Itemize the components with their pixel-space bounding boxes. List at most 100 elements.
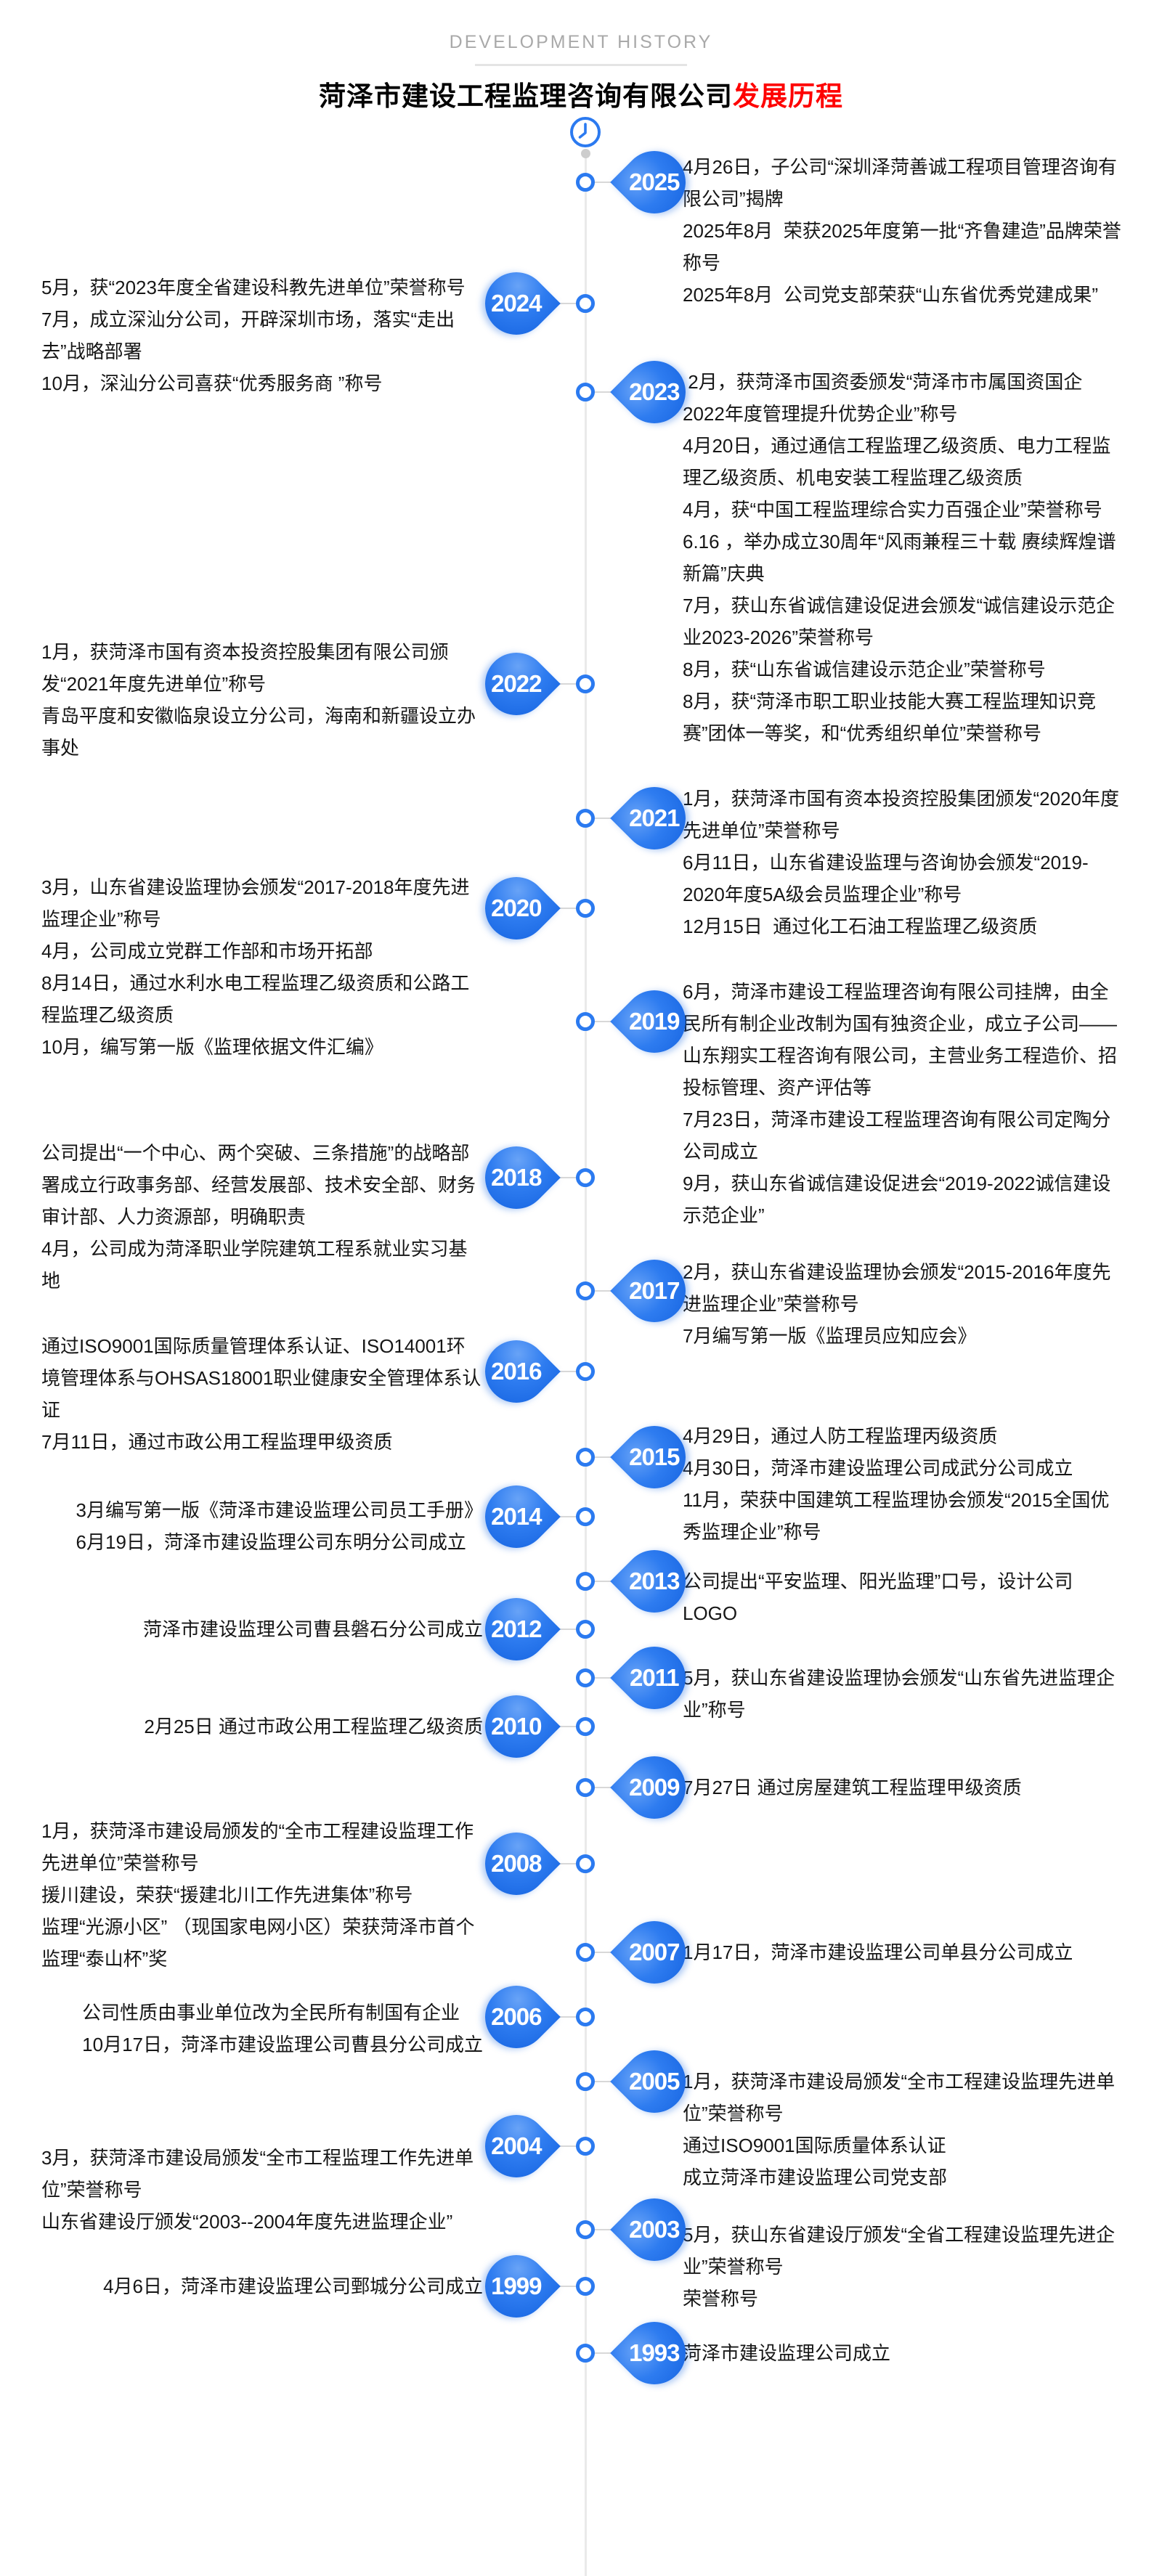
- event-entry: 通过ISO9001国际质量管理体系认证、ISO14001环境管理体系与OHSAS…: [41, 1335, 482, 1421]
- event-text-2014: 3月编写第一版《菏泽市建设监理公司员工手册》 6月19日，菏泽市建设监理公司东明分…: [76, 1494, 483, 1558]
- node-connector: [585, 391, 633, 393]
- year-label: 2019: [629, 1008, 680, 1035]
- timeline-node-dot: [576, 1168, 595, 1187]
- node-connector: [585, 1290, 633, 1292]
- year-bubble-2020: 2020: [472, 864, 561, 953]
- year-label: 2012: [491, 1615, 542, 1642]
- year-bubble-2006: 2006: [472, 1973, 561, 2061]
- node-connector: [585, 1677, 633, 1679]
- timeline-node-dot: [576, 2220, 595, 2239]
- event-entry: 6.16 ，举办成立30周年“风雨兼程三十载 赓续辉煌谱新篇”庆典: [683, 531, 1116, 584]
- event-entry: 5月，获山东省建设监理协会颁发“山东省先进监理企业”称号: [683, 1667, 1116, 1721]
- timeline-node-dot: [576, 2344, 595, 2363]
- event-entry: 荣誉称号: [683, 2288, 759, 2310]
- timeline-node-dot: [576, 383, 595, 402]
- node-connector: [585, 182, 633, 183]
- event-text-2005: 1月，获菏泽市建设局颁发“全市工程建设监理先进单位”荣誉称号通过ISO9001国…: [683, 2066, 1124, 2193]
- event-entry: 2025年8月 荣获2025年度第一批“齐鲁建造”品牌荣誉称号: [683, 220, 1121, 274]
- year-bubble-2022: 2022: [472, 640, 561, 728]
- event-entry: 11月，荣获中国建筑工程监理协会颁发“2015全国优秀监理企业”称号: [683, 1489, 1110, 1543]
- year-bubble-1993: 1993: [610, 2309, 699, 2397]
- year-label: 2010: [491, 1712, 542, 1740]
- year-label: 2017: [629, 1277, 680, 1305]
- year-label: 2003: [629, 2216, 680, 2243]
- event-entry: 7月27日 通过房屋建筑工程监理甲级资质: [683, 1777, 1022, 1798]
- timeline-node-dot: [576, 809, 595, 828]
- node-connector: [585, 2081, 633, 2082]
- event-entry: 7月，获山东省诚信建设促进会颁发“诚信建设示范企业2023-2026”荣誉称号: [683, 595, 1116, 648]
- event-entry: 1月，获菏泽市国有资本投资控股集团有限公司颁发“2021年度先进单位”称号: [41, 641, 449, 695]
- timeline-node-dot: [576, 1281, 595, 1300]
- header-divider: [475, 64, 687, 66]
- timeline-node-dot: [576, 899, 595, 918]
- year-label: 2007: [629, 1939, 680, 1966]
- node-connector: [585, 1021, 633, 1022]
- event-entry: 援川建设，荣获“援建北川工作先进集体”称号: [41, 1884, 413, 1906]
- event-entry: 1月17日，菏泽市建设监理公司单县分公司成立: [683, 1941, 1073, 1963]
- year-bubble-2018: 2018: [472, 1133, 561, 1222]
- year-label: 2018: [491, 1163, 542, 1191]
- year-label: 2011: [630, 1664, 679, 1691]
- year-label: 2008: [491, 1849, 542, 1877]
- event-entry: 8月，获“菏泽市职工职业技能大赛工程监理知识竞赛”团体一等奖，和“优秀组织单位”…: [683, 690, 1097, 744]
- timeline-node-dot: [576, 1448, 595, 1467]
- event-text-2008: 1月，获菏泽市建设局颁发的“全市工程建设监理工作先进单位”荣誉称号援川建设，荣获…: [41, 1815, 483, 1975]
- event-entry: 3月编写第一版《菏泽市建设监理公司员工手册》: [76, 1499, 483, 1521]
- event-text-2012: 菏泽市建设监理公司曹县磐石分公司成立: [143, 1613, 483, 1645]
- year-bubble-2008: 2008: [472, 1819, 561, 1908]
- event-entry: 4月，公司成为菏泽职业学院建筑工程系就业实习基地: [41, 1238, 468, 1292]
- year-bubble-2010: 2010: [472, 1682, 561, 1771]
- event-entry: 7月，成立深汕分公司，开辟深圳市场，落实“走出去”战略部署: [41, 309, 455, 362]
- year-label: 2006: [491, 2002, 542, 2030]
- year-bubble-1999: 1999: [472, 2242, 561, 2331]
- event-entry: 7月编写第一版《监理员应知应会》: [683, 1325, 977, 1347]
- event-entry: 公司提出“平安监理、阳光监理”口号，设计公司LOGO: [683, 1570, 1073, 1624]
- event-text-2022: 1月，获菏泽市国有资本投资控股集团有限公司颁发“2021年度先进单位”称号青岛平…: [41, 636, 483, 764]
- event-entry: 8月14日，通过水利水电工程监理乙级资质和公路工程监理乙级资质: [41, 972, 470, 1026]
- timeline-node-dot: [576, 674, 595, 693]
- event-entry: 10月，深汕分公司喜获“优秀服务商 ”称号: [41, 372, 383, 394]
- eyebrow: DEVELOPMENT HISTORY: [449, 32, 713, 52]
- node-connector: [585, 1952, 633, 1953]
- event-entry: 8月，获“山东省诚信建设示范企业”荣誉称号: [683, 659, 1046, 680]
- timeline-node-dot: [576, 1572, 595, 1591]
- event-entry: 2025年8月 公司党支部荣获“山东省优秀党建成果”: [683, 284, 1099, 306]
- node-connector: [585, 2229, 633, 2230]
- year-bubble-2014: 2014: [472, 1472, 561, 1561]
- event-entry: 青岛平度和安徽临泉设立分公司，海南和新疆设立办事处: [41, 705, 476, 759]
- timeline-node-dot: [576, 1778, 595, 1797]
- event-text-2019: 6月，菏泽市建设工程监理咨询有限公司挂牌，由全民所有制企业改制为国有独资企业，成…: [683, 976, 1124, 1231]
- event-text-2009: 7月27日 通过房屋建筑工程监理甲级资质: [683, 1772, 1022, 1803]
- timeline-node-dot: [576, 2277, 595, 2296]
- page-title: 菏泽市建设工程监理咨询有限公司发展历程: [0, 74, 1162, 113]
- page-title-highlight: 发展历程: [733, 81, 843, 111]
- event-entry: 10月，编写第一版《监理依据文件汇编》: [41, 1036, 383, 1058]
- clock-icon: [569, 116, 601, 148]
- event-entry: 1月，获菏泽市国有资本投资控股集团颁发“2020年度先进单位”荣誉称号: [683, 788, 1119, 841]
- event-text-2013: 公司提出“平安监理、阳光监理”口号，设计公司LOGO: [683, 1565, 1124, 1629]
- timeline-node-dot: [576, 1943, 595, 1962]
- event-entry: 3月，山东省建设监理协会颁发“2017-2018年度先进监理企业”称号: [41, 876, 470, 930]
- node-connector: [585, 1787, 633, 1788]
- event-entry: 通过ISO9001国际质量体系认证: [683, 2135, 946, 2156]
- event-entry: 6月19日，菏泽市建设监理公司东明分公司成立: [76, 1531, 466, 1553]
- timeline-node-dot: [576, 1854, 595, 1873]
- timeline-node-dot: [576, 1362, 595, 1381]
- event-entry: 2月，获菏泽市国资委颁发“菏泽市市属国资国企2022年度管理提升优势企业”称号: [683, 371, 1083, 425]
- year-bubble-2012: 2012: [472, 1585, 561, 1674]
- timeline-node-dot: [576, 294, 595, 313]
- event-entry: 9月，获山东省诚信建设促进会“2019-2022诚信建设示范企业”: [683, 1173, 1111, 1226]
- timeline-node-dot: [576, 1668, 595, 1687]
- event-entry: 7月11日，通过市政公用工程监理甲级资质: [41, 1431, 393, 1453]
- year-label: 2021: [629, 804, 680, 832]
- year-label: 2023: [629, 378, 680, 406]
- node-connector: [585, 2352, 633, 2354]
- timeline-node-dot: [576, 2072, 595, 2091]
